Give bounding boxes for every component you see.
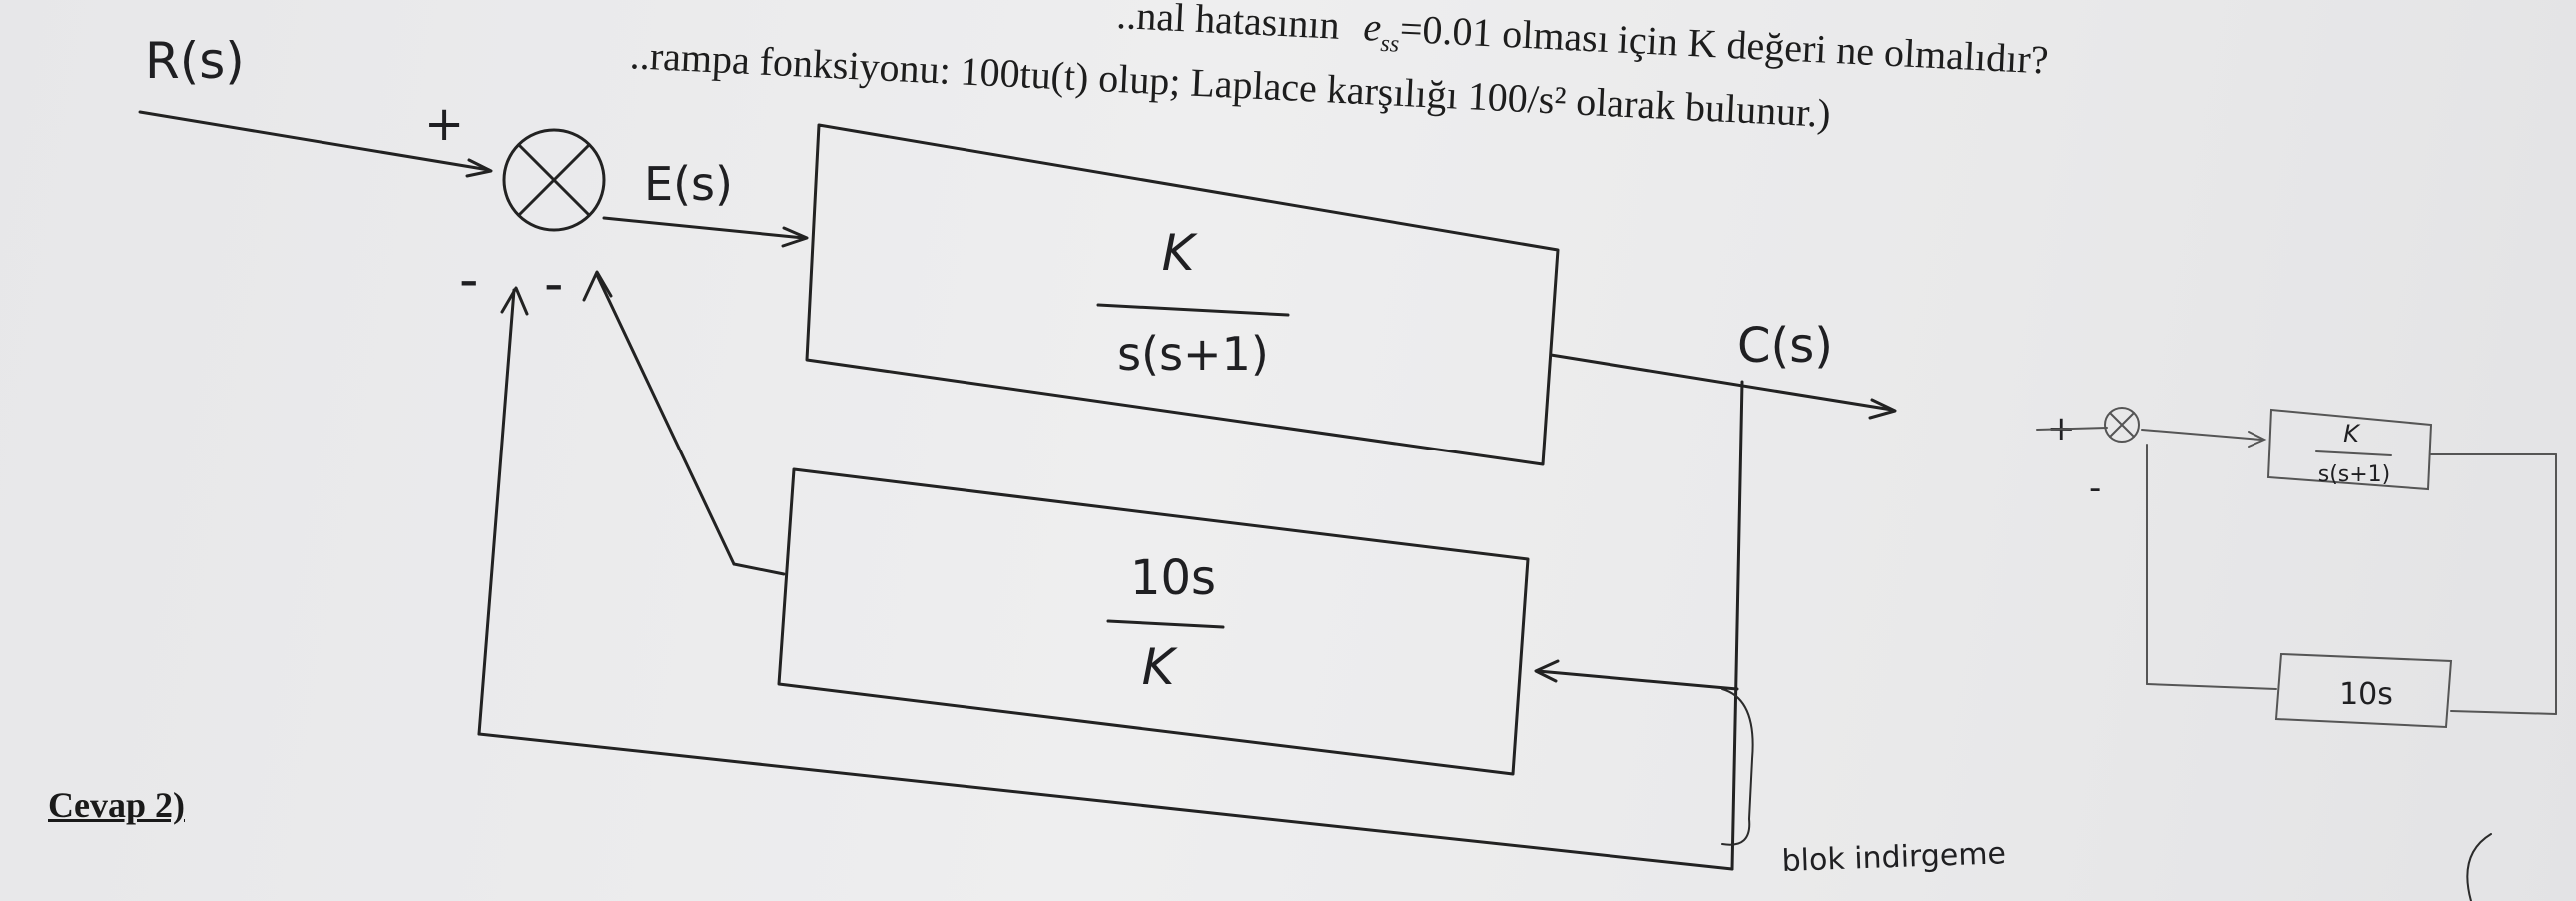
sketch-to-feedback-line xyxy=(2450,710,2557,715)
question-line1-suffix: =0.01 olması için K değeri ne olmalıdır? xyxy=(1399,6,2050,83)
output-label: C(s) xyxy=(1737,318,1833,374)
sketch-fraction-bar xyxy=(2315,450,2392,456)
sketch-note: blok indirgeme xyxy=(1781,836,2006,879)
ess-symbol: e xyxy=(1362,4,1382,50)
error-signal-line xyxy=(602,216,806,240)
sketch-input-line xyxy=(2036,427,2108,431)
bracket-mark xyxy=(1721,688,1754,846)
feedback-numerator: 10s xyxy=(1130,550,1216,606)
sketch-summing-circle xyxy=(2104,407,2140,443)
feedback-block xyxy=(777,467,1530,776)
feedback-to-block-line xyxy=(1536,669,1739,691)
summing-cross-2 xyxy=(517,143,591,217)
feedback-takeoff-line xyxy=(1730,380,1744,871)
error-label: E(s) xyxy=(644,157,733,211)
ess-subscript: ss xyxy=(1380,31,1400,58)
summing-junction xyxy=(502,128,606,232)
input-signal-line xyxy=(138,110,491,172)
outer-feedback-arrow xyxy=(500,286,529,316)
forward-numerator: K xyxy=(1162,224,1199,282)
sketch-forward-denominator: s(s+1) xyxy=(2318,462,2391,487)
answer-label: Cevap 2) xyxy=(48,785,185,825)
feedback-block-arrow xyxy=(1534,659,1560,683)
sketch-cross-2 xyxy=(2109,412,2135,438)
output-signal-line xyxy=(1549,353,1894,412)
sketch-feedback-label: 10s xyxy=(2339,677,2393,712)
question-line1-prefix: ..nal hatasının xyxy=(1115,0,1340,48)
question-text: ..nal hatasının ess=0.01 olması için K d… xyxy=(629,0,2050,136)
outer-feedback-left xyxy=(477,288,516,736)
reduction-sketch: + - K s(s+1) 10s blok indirgeme xyxy=(1781,407,2557,901)
sketch-partial-bracket xyxy=(2466,833,2492,901)
sketch-sign-minus: - xyxy=(2089,468,2101,508)
sketch-forward-arrow xyxy=(2248,431,2267,448)
inner-feedback-arrow xyxy=(582,270,613,302)
sum-sign-plus: + xyxy=(424,96,464,152)
input-label: R(s) xyxy=(145,32,245,90)
feedback-denominator: K xyxy=(1142,638,1179,696)
sum-sign-minus-2: - xyxy=(544,252,564,315)
input-arrow xyxy=(465,158,493,178)
sketch-feedback-block xyxy=(2274,652,2453,729)
sketch-forward-line xyxy=(2141,429,2262,441)
sum-sign-minus-1: - xyxy=(459,248,479,311)
summing-circle xyxy=(502,128,606,232)
forward-denominator: s(s+1) xyxy=(1117,327,1269,381)
output-arrow xyxy=(1868,398,1897,420)
inner-feedback-line-2 xyxy=(595,273,736,566)
forward-fraction-bar xyxy=(1096,303,1290,317)
inner-feedback-line-1 xyxy=(732,562,786,576)
sketch-feedback-bottom-line xyxy=(2146,683,2277,690)
outer-feedback-bottom xyxy=(477,732,1734,871)
sketch-forward-block xyxy=(2266,408,2433,491)
error-arrow xyxy=(781,226,809,248)
feedback-fraction-bar xyxy=(1106,619,1225,629)
forward-block xyxy=(805,123,1560,466)
sketch-forward-numerator: K xyxy=(2343,420,2361,448)
